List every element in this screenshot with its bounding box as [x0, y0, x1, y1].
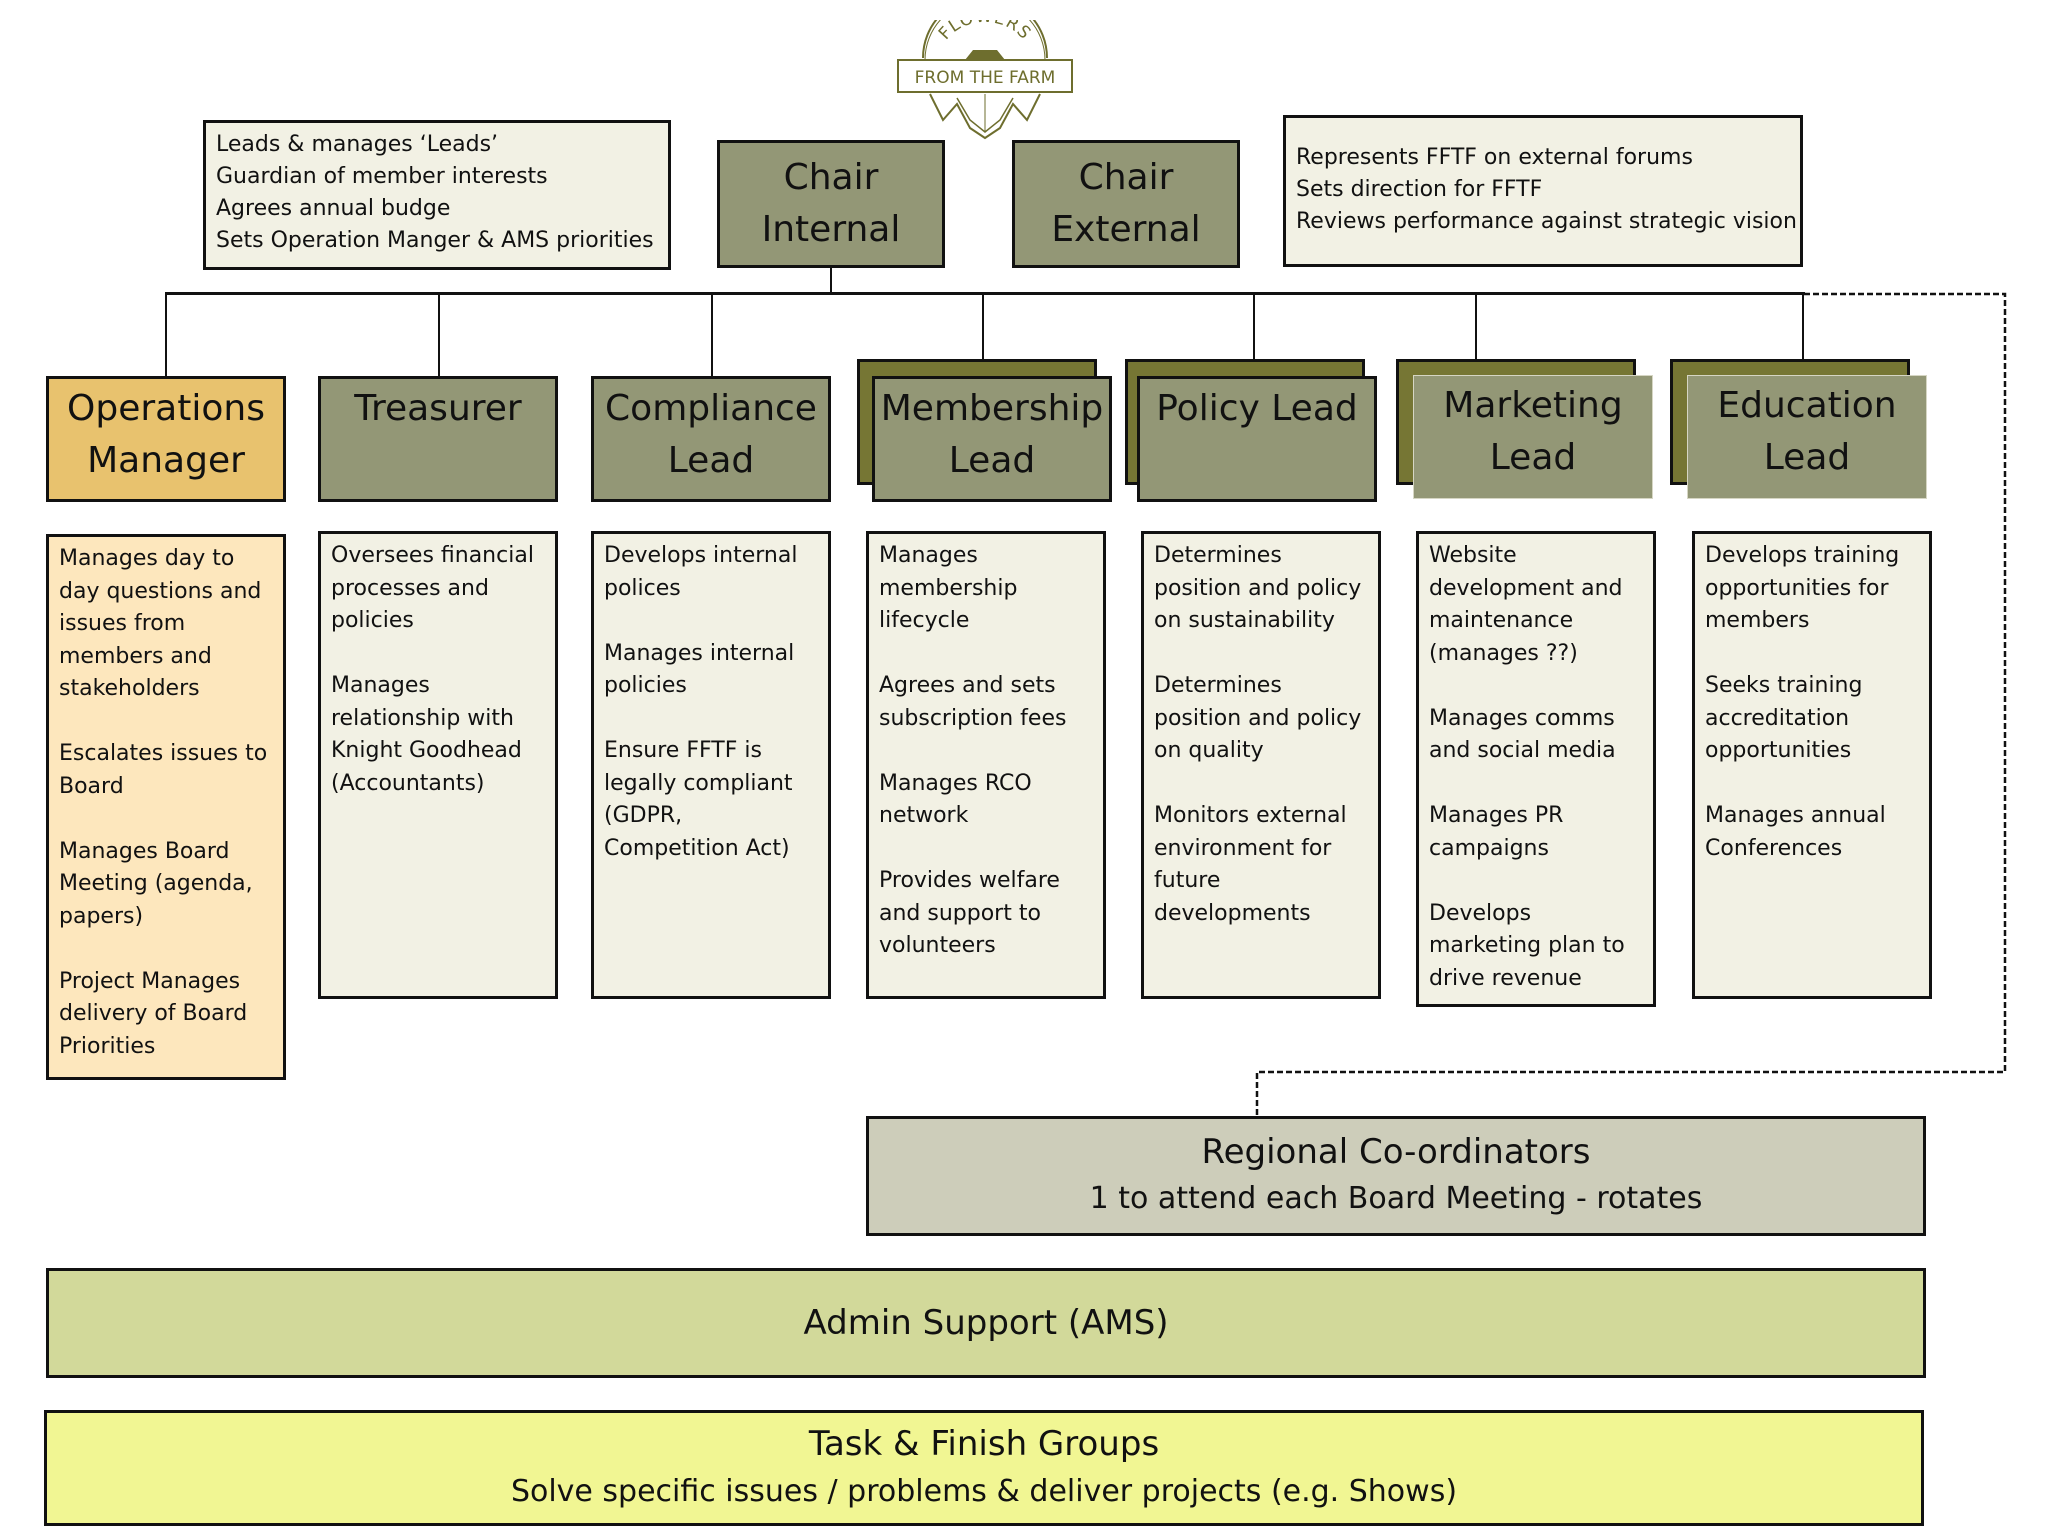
chair-internal-title-1: Chair [783, 157, 879, 198]
duty-item: Develops internal polices [604, 543, 798, 601]
duties-operations-manager: Manages day to day questions and issues … [46, 534, 286, 1080]
duty-item: Manages comms and social media [1429, 705, 1616, 764]
logo-icon: FLOWERS FROM THE FARM [897, 0, 1073, 140]
duty-item: Provides welfare and support to voluntee… [879, 868, 1060, 958]
role-header-education-lead[interactable]: Education Lead [1687, 375, 1927, 499]
duty-item: Agrees and sets subscription fees [879, 673, 1067, 731]
chair-external-notes: Represents FFTF on external forums Sets … [1283, 115, 1803, 267]
role-header-membership-lead[interactable]: Membership Lead [872, 376, 1112, 502]
connector-chair-drop [830, 268, 832, 294]
admin-support-box[interactable]: Admin Support (AMS) [46, 1268, 1926, 1378]
task-subtitle: Solve specific issues / problems & deliv… [510, 1474, 1458, 1509]
role-title-line: Marketing [1443, 385, 1623, 426]
duty-item: Seeks training accreditation opportuniti… [1705, 673, 1863, 763]
duty-item: Develops training opportunities for memb… [1705, 543, 1900, 633]
duty-item: Manages relationship with Knight Goodhea… [331, 673, 522, 796]
connector-membership [982, 292, 984, 360]
regional-subtitle: 1 to attend each Board Meeting - rotates [1089, 1181, 1703, 1216]
connector-treasurer [438, 292, 440, 377]
task-title: Task & Finish Groups [808, 1424, 1160, 1464]
duties-marketing-lead: Website development and maintenance (man… [1416, 531, 1656, 1007]
role-title-line: Compliance [605, 388, 817, 429]
task-finish-groups-box[interactable]: Task & Finish Groups Solve specific issu… [44, 1410, 1924, 1526]
duty-item: Manages annual Conferences [1705, 803, 1886, 861]
connector-ops [165, 292, 167, 377]
duty-item: Manages RCO network [879, 770, 1032, 829]
role-title-line: Lead [667, 440, 755, 481]
role-title-line: Lead [1763, 437, 1851, 478]
logo-banner-text: FROM THE FARM [915, 68, 1056, 88]
duty-item: Develops marketing plan to drive revenue [1429, 900, 1625, 991]
role-header-policy-lead[interactable]: Policy Lead [1137, 376, 1377, 502]
role-title-line: Lead [948, 440, 1036, 481]
duty-item: Oversees financial processes and policie… [331, 543, 534, 633]
regional-coordinators-box[interactable]: Regional Co-ordinators 1 to attend each … [866, 1116, 1926, 1236]
role-header-compliance-lead[interactable]: Compliance Lead [591, 376, 831, 502]
chair-external-title-1: Chair [1078, 157, 1174, 198]
duties-education-lead: Develops training opportunities for memb… [1692, 531, 1932, 999]
duty-item: Website development and maintenance (man… [1429, 543, 1623, 666]
note-line: Sets direction for FFTF [1296, 177, 1543, 202]
duty-item: Manages Board Meeting (agenda, papers) [59, 838, 253, 929]
role-title-line: Lead [1489, 437, 1577, 478]
note-line: Agrees annual budge [216, 196, 451, 221]
connector-education [1802, 292, 1804, 360]
role-title-line: Policy Lead [1156, 388, 1358, 429]
role-title-line: Manager [87, 440, 245, 481]
regional-title: Regional Co-ordinators [1201, 1132, 1591, 1172]
duty-item: Manages PR campaigns [1429, 803, 1564, 861]
connector-horizontal-bus [165, 292, 1805, 295]
duty-item: Manages membership lifecycle [879, 543, 1018, 633]
connector-marketing [1475, 292, 1477, 360]
connector-policy [1253, 292, 1255, 360]
duties-policy-lead: Determines position and policy on sustai… [1141, 531, 1381, 999]
duty-item: Ensure FFTF is legally compliant (GDPR, … [604, 738, 793, 861]
role-title-line: Treasurer [354, 388, 522, 429]
chair-external-box[interactable]: Chair External [1012, 140, 1240, 268]
role-header-marketing-lead[interactable]: Marketing Lead [1413, 375, 1653, 499]
role-title-line: Membership [880, 388, 1104, 429]
duty-item: Monitors external environment for future… [1154, 803, 1347, 926]
chair-external-title-2: External [1051, 209, 1201, 250]
note-line: Represents FFTF on external forums [1296, 145, 1693, 170]
role-title-line: Operations [67, 388, 265, 429]
note-line: Reviews performance against strategic vi… [1296, 209, 1797, 234]
role-header-operations-manager[interactable]: Operations Manager [46, 376, 286, 502]
duties-compliance-lead: Develops internal polices Manages intern… [591, 531, 831, 999]
chair-internal-box[interactable]: Chair Internal [717, 140, 945, 268]
role-title-line: Education [1717, 385, 1897, 426]
chair-internal-title-2: Internal [761, 209, 901, 250]
duty-item: Determines position and policy on sustai… [1154, 543, 1362, 633]
connector-compliance [711, 292, 713, 377]
chair-internal-notes: Leads & manages ‘Leads’ Guardian of memb… [203, 120, 671, 270]
duty-item: Determines position and policy on qualit… [1154, 673, 1362, 763]
role-header-treasurer[interactable]: Treasurer [318, 376, 558, 502]
flowers-from-the-farm-logo: FLOWERS FROM THE FARM [895, 0, 1075, 142]
duty-item: Project Manages delivery of Board Priori… [59, 968, 248, 1059]
duties-treasurer: Oversees financial processes and policie… [318, 531, 558, 999]
admin-title: Admin Support (AMS) [803, 1303, 1169, 1343]
note-line: Guardian of member interests [216, 164, 548, 189]
duty-item: Manages internal policies [604, 640, 795, 699]
note-line: Sets Operation Manger & AMS priorities [216, 228, 654, 253]
duty-item: Manages day to day questions and issues … [59, 546, 262, 701]
note-line: Leads & manages ‘Leads’ [216, 132, 499, 157]
duties-membership-lead: Manages membership lifecycle Agrees and … [866, 531, 1106, 999]
duty-item: Escalates issues to Board [59, 741, 268, 799]
